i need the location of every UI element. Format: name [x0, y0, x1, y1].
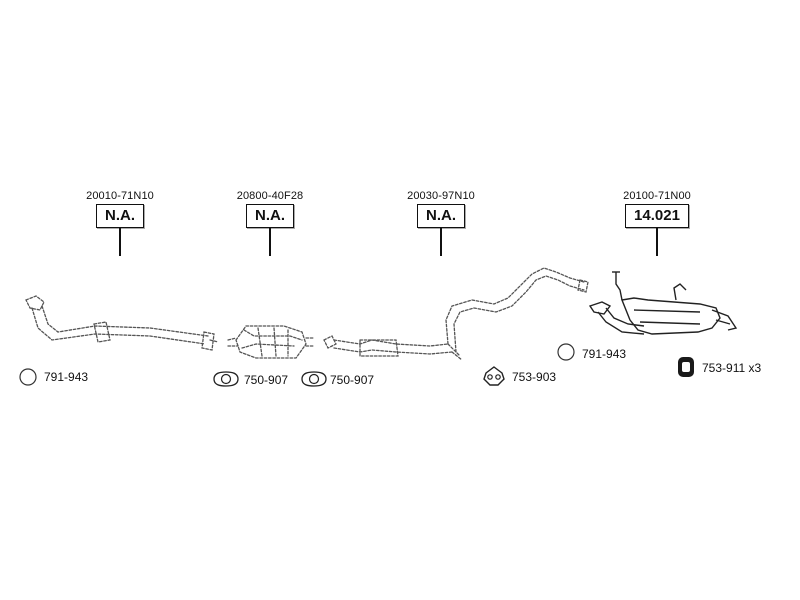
price-box-rear-muffler[interactable]: 14.021	[625, 204, 689, 228]
part-number-catalytic-converter: 20800-40F28	[236, 190, 304, 202]
part-number-rear-muffler: 20100-71N00	[623, 190, 691, 202]
middle-pipe-illustration[interactable]	[323, 267, 589, 361]
catalytic-converter-illustration[interactable]	[227, 325, 315, 359]
accessory-code: 750-907	[244, 373, 289, 387]
price-box-middle-pipe[interactable]: N.A.	[417, 204, 465, 228]
accessory-code: 791-943	[44, 370, 89, 384]
price-box-catalytic-converter[interactable]: N.A.	[246, 204, 294, 228]
accessory-code: 791-943	[582, 347, 627, 361]
ring-gasket-icon	[557, 343, 575, 361]
ring-gasket-icon	[19, 368, 37, 386]
part-number-front-pipe: 20010-71N10	[86, 190, 154, 202]
leader-line-rear-muffler	[656, 228, 658, 256]
leader-line-middle-pipe	[440, 228, 442, 256]
leader-line-catalytic-converter	[269, 228, 271, 256]
flange-gasket-icon	[213, 371, 239, 387]
rubber-hanger-icon	[483, 366, 505, 386]
front-pipe-illustration[interactable]	[25, 295, 219, 351]
flange-gasket-icon	[301, 371, 327, 387]
accessory-code: 750-907	[330, 373, 375, 387]
accessory-code: 753-911 x3	[702, 361, 762, 375]
leader-line-front-pipe	[119, 228, 121, 256]
rubber-mount-icon	[678, 357, 694, 377]
price-box-front-pipe[interactable]: N.A.	[96, 204, 144, 228]
part-number-middle-pipe: 20030-97N10	[407, 190, 475, 202]
accessory-code: 753-903	[512, 370, 557, 384]
rear-muffler-illustration[interactable]	[588, 271, 738, 335]
